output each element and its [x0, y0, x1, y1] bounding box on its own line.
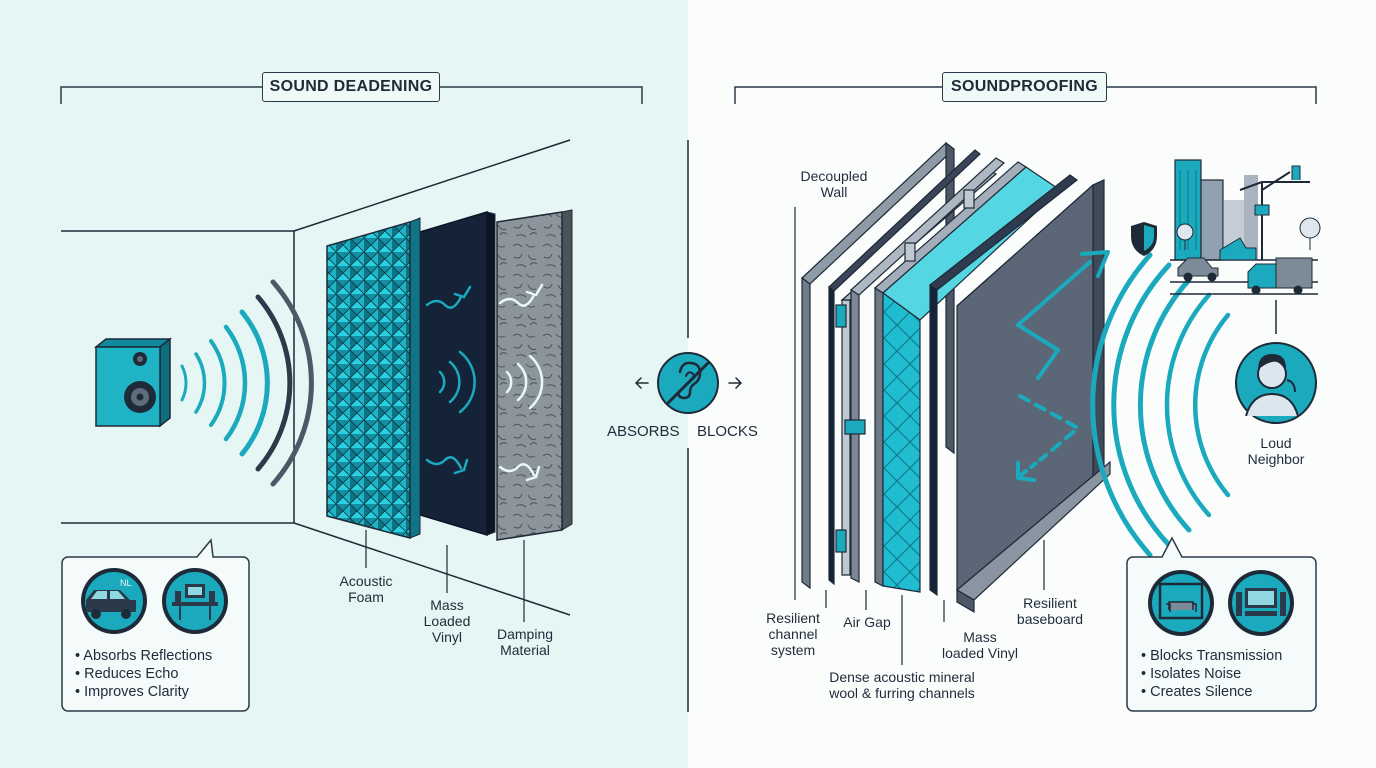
sound-waves-left [180, 279, 314, 487]
loud-neighbor-avatar [1235, 342, 1317, 424]
right-benefits-card [1126, 536, 1317, 712]
left-benefits-card [61, 538, 250, 712]
sound-deadening-title: SOUND DEADENING [262, 72, 440, 102]
studio-desk-icon [172, 584, 218, 620]
mass-loaded-vinyl-label: Mass Loaded Vinyl [423, 597, 471, 645]
right-benefit-item: • Creates Silence [1141, 684, 1253, 700]
decoupled-wall-assembly [801, 141, 1111, 614]
sound-absorption-arrows [425, 283, 544, 482]
damping-material-label: Damping Material [496, 626, 554, 658]
no-hearing-icon [657, 352, 719, 414]
air-gap-label: Air Gap [843, 614, 891, 630]
center-direction-arrows [634, 377, 743, 389]
acoustic-foam-layer [326, 217, 421, 539]
shield-icon [1131, 222, 1157, 256]
quiet-room-icon [1158, 582, 1204, 620]
car-badge-text: NL [120, 578, 132, 588]
absorbs-label: ABSORBS [607, 423, 680, 440]
right-benefits-list: • Blocks Transmission • Isolates Noise •… [1141, 647, 1282, 701]
left-leader-lines [365, 530, 525, 622]
car-icon [86, 590, 136, 619]
blocked-sound-arrow [1016, 250, 1110, 482]
acoustic-foam-label: Acoustic Foam [339, 573, 393, 605]
left-benefit-item: • Reduces Echo [75, 666, 179, 682]
mass-loaded-vinyl-right-label: Mass loaded Vinyl [941, 629, 1019, 661]
loud-neighbor-label: Loud Neighbor [1247, 435, 1305, 467]
mineral-wool-label: Dense acoustic mineral wool & furring ch… [829, 669, 975, 701]
right-benefit-item: • Blocks Transmission [1141, 648, 1283, 664]
left-benefits-list: • Absorbs Reflections • Reduces Echo • I… [75, 647, 212, 701]
resilient-baseboard-label: Resilient baseboard [1016, 595, 1084, 627]
soundproofing-title: SOUNDPROOFING [942, 72, 1107, 102]
right-leader-lines [794, 207, 1045, 665]
city-noise-scene [1170, 159, 1321, 334]
resilient-channel-label: Resilient channel system [766, 610, 820, 658]
left-benefit-item: • Improves Clarity [75, 684, 189, 700]
home-theater-icon [1236, 588, 1286, 616]
decoupled-wall-label: Decoupled Wall [800, 168, 868, 200]
sound-waves-right [1090, 252, 1231, 558]
speaker-icon [93, 337, 173, 428]
damping-material-layer [496, 209, 573, 541]
right-benefit-item: • Isolates Noise [1141, 666, 1242, 682]
blocks-label: BLOCKS [697, 423, 758, 440]
left-benefit-item: • Absorbs Reflections [75, 648, 213, 664]
